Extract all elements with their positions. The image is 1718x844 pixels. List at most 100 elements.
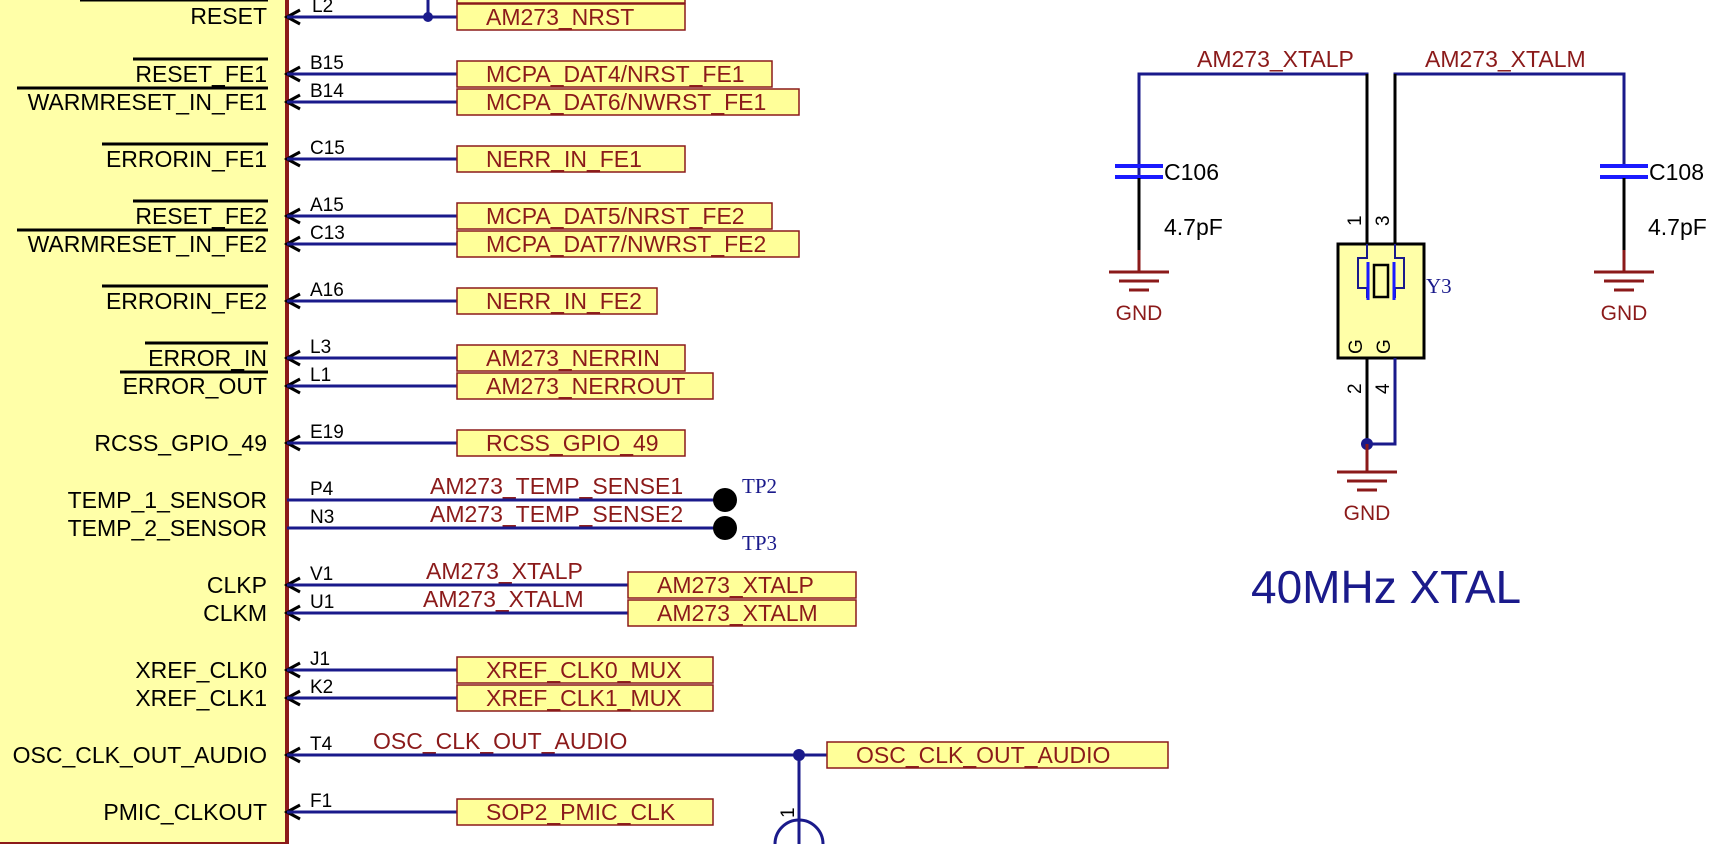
pin-reset-fe2: RESET_FE2 A15 MCPA_DAT5/NRST_FE2 (133, 195, 773, 230)
pin-name: ERRORIN_FE2 (106, 288, 267, 314)
pin-reset-fe1: RESET_FE1 B15 MCPA_DAT4/NRST_FE1 (133, 53, 773, 88)
crystal-pin2-num: 2 (1345, 383, 1366, 394)
xtalp-net-label: AM273_XTALP (1197, 46, 1354, 72)
port-label: AM273_NRST (486, 4, 634, 30)
port-label: OSC_CLK_OUT_AUDIO (856, 742, 1110, 768)
net-label: AM273_XTALP (426, 558, 583, 584)
pin-name: XREF_CLK1 (135, 685, 267, 711)
pin-name: OSC_CLK_OUT_AUDIO (13, 742, 267, 768)
port-label: NERR_IN_FE2 (486, 288, 642, 314)
pin-pmic-clkout: PMIC_CLKOUT F1 SOP2_PMIC_CLK (103, 791, 714, 826)
port-label: MCPA_DAT5/NRST_FE2 (486, 203, 745, 229)
crystal-g2: G (1374, 339, 1395, 354)
cap-left-value: 4.7pF (1164, 214, 1223, 240)
pin-number: F1 (310, 791, 332, 812)
pin-number: 1 (778, 807, 799, 818)
net-port (456, 287, 658, 315)
pin-name: XREF_CLK0 (135, 657, 267, 683)
pin-name: TEMP_1_SENSOR (68, 487, 267, 513)
port-label: NERR_IN_FE1 (486, 146, 642, 172)
testpoint-dot (713, 516, 737, 540)
pin-error-in: ERROR_IN L3 AM273_NERRIN (145, 337, 686, 372)
crystal-g1: G (1346, 339, 1367, 354)
pin-number: B14 (310, 81, 344, 102)
net-port (456, 798, 714, 826)
ic-body (0, 0, 289, 844)
net-port (627, 571, 857, 599)
xtalm-wire (1393, 72, 1626, 246)
pin-temp-2-sensor: TEMP_2_SENSOR N3 AM273_TEMP_SENSE2 TP3 (68, 501, 777, 555)
net-port (456, 202, 773, 230)
pin-warmreset-in-fe1: WARMRESET_IN_FE1 B14 MCPA_DAT6/NWRST_FE1 (17, 81, 800, 116)
pin-name: RESET_FE2 (135, 203, 267, 229)
pin-number: V1 (310, 564, 333, 585)
port-label: MCPA_DAT7/NWRST_FE2 (486, 231, 766, 257)
crystal-pin1-num: 1 (1345, 215, 1366, 226)
pin-errorin-fe1: ERRORIN_FE1 C15 NERR_IN_FE1 (102, 138, 686, 173)
pin-temp-1-sensor: TEMP_1_SENSOR P4 AM273_TEMP_SENSE1 TP2 (68, 473, 777, 513)
pin-number: P4 (310, 479, 334, 500)
pin-name: TEMP_2_SENSOR (68, 515, 267, 541)
pin-number: T4 (310, 734, 333, 755)
pin-name: ERROR_IN (148, 345, 267, 371)
pin-xref-clk1: XREF_CLK1 K2 XREF_CLK1_MUX (135, 677, 714, 712)
port-label: XREF_CLK1_MUX (486, 685, 682, 711)
testpoint-label: TP3 (742, 531, 777, 555)
gnd-label-right: GND (1601, 302, 1648, 325)
gnd-symbol-right (1594, 250, 1654, 292)
pin-number: J1 (310, 649, 330, 670)
pin-number: K2 (310, 677, 333, 698)
net-port (456, 230, 800, 258)
pin-clkp: CLKP V1 AM273_XTALP AM273_XTALP (207, 558, 857, 599)
net-port (456, 3, 686, 31)
net-port (627, 599, 857, 627)
pin-name: CLKP (207, 572, 267, 598)
xtal-title: 40MHz XTAL (1251, 561, 1521, 613)
crystal-body (1336, 242, 1426, 360)
crystal-y3: Y3 1 3 G G 2 4 GND (1336, 74, 1452, 525)
gnd-label-left: GND (1116, 302, 1163, 325)
testpoint-label: TP2 (742, 474, 777, 498)
testpoint-dot (713, 488, 737, 512)
pin-error-out: ERROR_OUT L1 AM273_NERROUT (120, 365, 714, 400)
crystal-element (1372, 263, 1390, 299)
pin-warmreset-in-fe2: WARMRESET_IN_FE2 C13 MCPA_DAT7/NWRST_FE2 (17, 223, 800, 258)
pin-number: B15 (310, 53, 344, 74)
pin-name: PMIC_CLKOUT (103, 799, 267, 825)
crystal-pin4-lead (1367, 358, 1397, 446)
pin-number: U1 (310, 592, 334, 613)
pin-name: RESET (190, 3, 267, 29)
port-label: AM273_NERROUT (486, 373, 685, 399)
pin-number: E19 (310, 422, 344, 443)
port-label: AM273_NERRIN (486, 345, 660, 371)
port-label: AM273_XTALP (657, 572, 814, 598)
pin-rcss-gpio-49: RCSS_GPIO_49 E19 RCSS_GPIO_49 (94, 422, 686, 457)
crystal-pin4-num: 4 (1373, 383, 1394, 394)
pin-errorin-fe2: ERRORIN_FE2 A16 NERR_IN_FE2 (102, 280, 658, 315)
net-port-partial (456, 0, 686, 4)
pin-name: RCSS_GPIO_49 (94, 430, 267, 456)
port-label: MCPA_DAT6/NWRST_FE1 (486, 89, 766, 115)
net-port (456, 372, 714, 400)
net-label: AM273_XTALM (423, 586, 584, 612)
pin-number: C13 (310, 223, 345, 244)
pin-reset: RESET L2 AM273_NRST (80, 0, 686, 31)
port-label: AM273_XTALM (657, 600, 818, 626)
cap-left-ref: C106 (1164, 159, 1219, 185)
net-label: AM273_TEMP_SENSE1 (430, 473, 683, 499)
xtalm-net-label: AM273_XTALM (1425, 46, 1586, 72)
pin-number: A16 (310, 280, 344, 301)
gnd-label-crystal: GND (1344, 502, 1391, 525)
net-port (456, 429, 686, 457)
pin-number: A15 (310, 195, 344, 216)
pin-xref-clk0: XREF_CLK0 J1 XREF_CLK0_MUX (135, 649, 714, 684)
cap-right-value: 4.7pF (1648, 214, 1707, 240)
net-label: AM273_TEMP_SENSE2 (430, 501, 683, 527)
pin-osc-clk-out-audio: OSC_CLK_OUT_AUDIO T4 OSC_CLK_OUT_AUDIO 1… (13, 728, 1169, 844)
port-label: XREF_CLK0_MUX (486, 657, 682, 683)
pin-number: N3 (310, 507, 334, 528)
pin-number: L1 (310, 365, 331, 386)
pin-name: RESET_FE1 (135, 61, 267, 87)
gnd-symbol-left (1109, 250, 1169, 292)
